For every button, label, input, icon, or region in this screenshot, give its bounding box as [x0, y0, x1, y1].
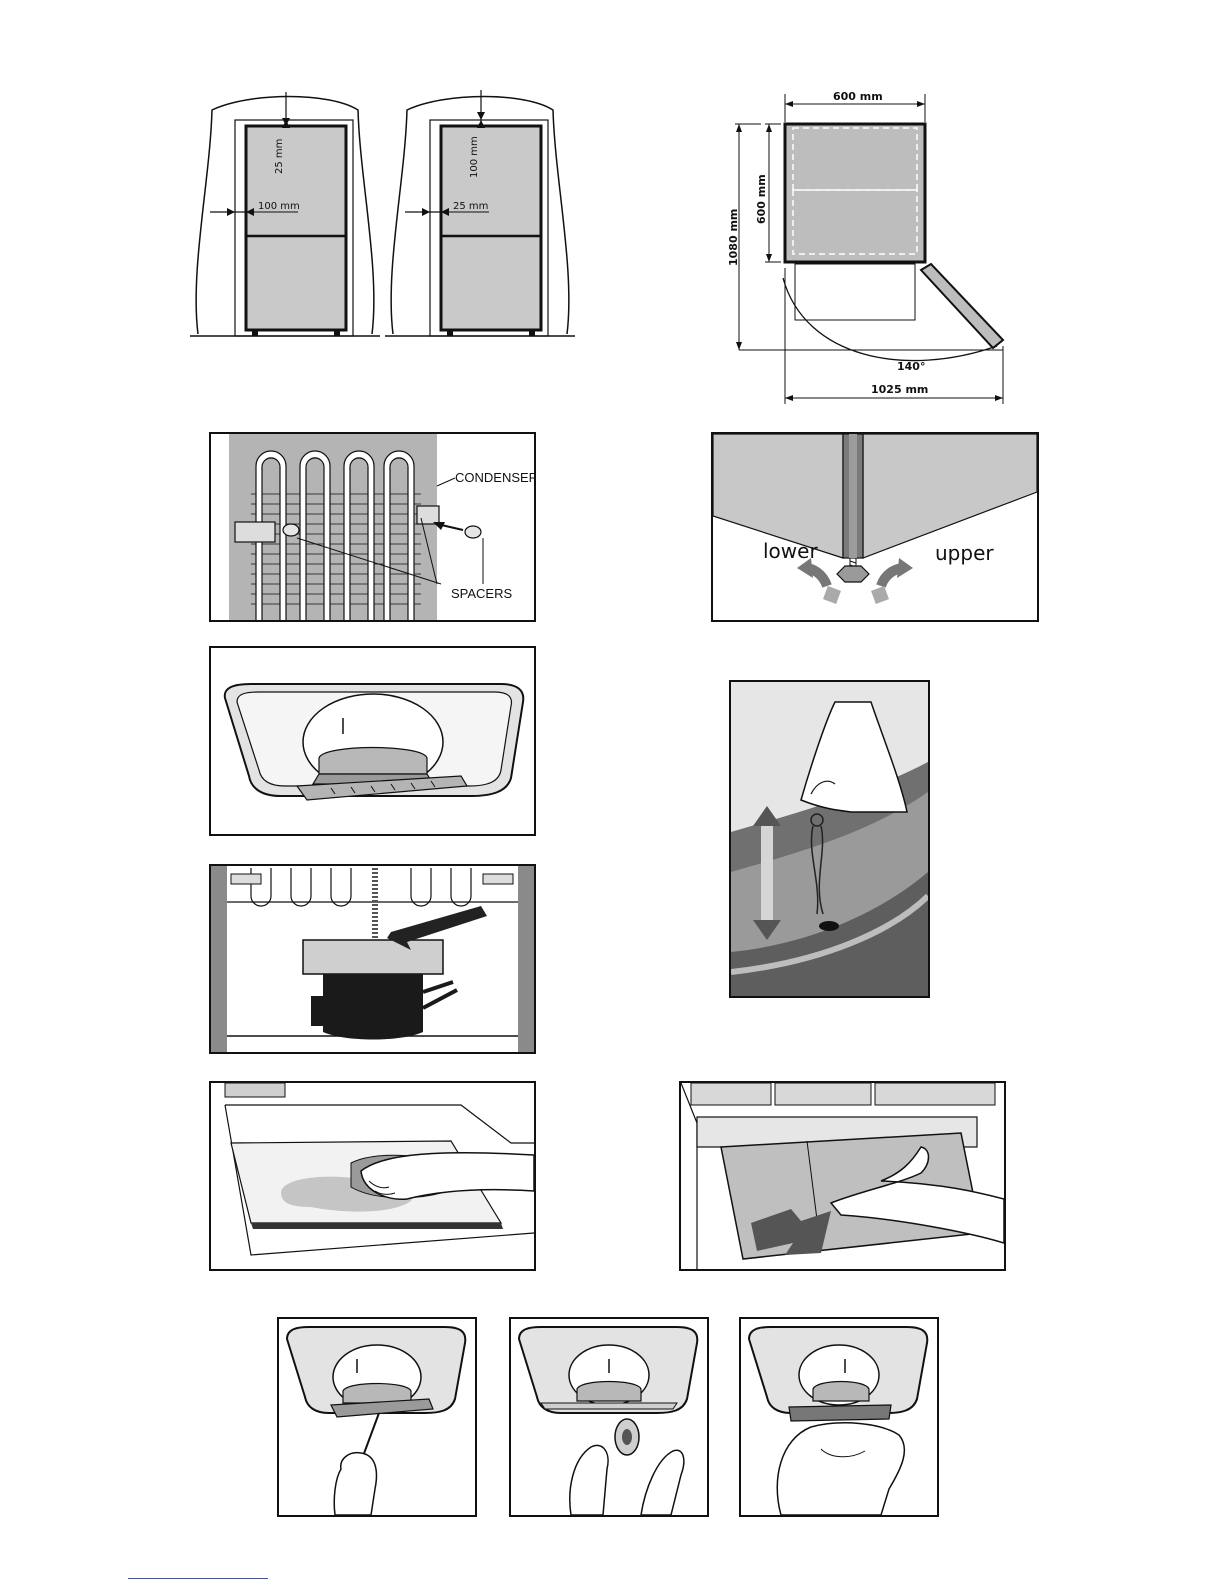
- depth-label: 600 mm: [755, 174, 768, 224]
- adjustable-feet-panel: lower upper: [711, 432, 1039, 622]
- spacers-label: SPACERS: [451, 586, 512, 601]
- top-gap-label: 25 mm: [274, 139, 285, 174]
- lamp-cover-panel: [209, 646, 536, 836]
- lamp-step-3-panel: [739, 1317, 939, 1517]
- condenser-spacers-panel: CONDENSER SPACERS: [209, 432, 536, 622]
- angle-label: 140°: [897, 360, 925, 373]
- lamp-step-2-panel: [509, 1317, 709, 1517]
- door-swing-diagram: 600 mm 600 mm 1080 mm 140° 1025 mm: [725, 88, 1015, 408]
- total-depth-label: 1080 mm: [727, 209, 740, 266]
- side-gap-label: 25 mm: [453, 201, 488, 212]
- condenser-label: CONDENSER: [455, 470, 534, 485]
- crisper-drawer-panel: [679, 1081, 1006, 1271]
- compressor-tray-panel: [209, 864, 536, 1054]
- footer-underline: [128, 1578, 268, 1579]
- clearance-diagram-left: 25 mm 100 mm: [190, 90, 380, 340]
- wiping-panel: [209, 1081, 536, 1271]
- clearance-diagram-right: 100 mm 25 mm: [385, 90, 575, 340]
- lamp-step-1-panel: [277, 1317, 477, 1517]
- total-width-label: 1025 mm: [871, 383, 928, 396]
- side-gap-label: 100 mm: [258, 201, 300, 212]
- width-label: 600 mm: [833, 90, 883, 103]
- drain-hole-panel: [729, 680, 930, 998]
- top-gap-label: 100 mm: [469, 136, 480, 178]
- lower-label: lower: [763, 539, 818, 563]
- upper-label: upper: [935, 541, 994, 565]
